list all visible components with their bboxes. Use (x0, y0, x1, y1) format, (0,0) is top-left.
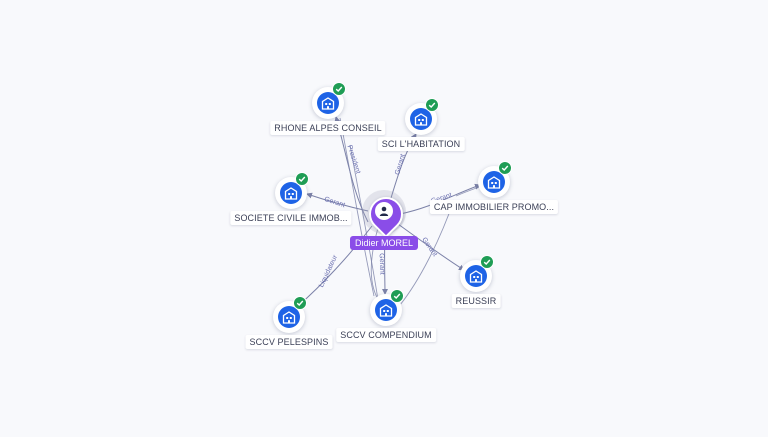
company-node-label: REUSSIR (452, 294, 501, 308)
edge-label-reussir: Gerant (420, 236, 438, 258)
edge-label-societe: Gerant (323, 196, 346, 209)
center-person-label: Didier MOREL (350, 236, 418, 250)
company-node-label: CAP IMMOBILIER PROMO... (430, 200, 558, 214)
verified-check-icon (332, 82, 346, 96)
edge-label-pelespins: Liquidateur (318, 254, 339, 289)
company-node-circle (273, 301, 305, 333)
company-node-label: SOCIETE CIVILE IMMOB... (230, 211, 351, 225)
company-node-label: RHONE ALPES CONSEIL (270, 121, 385, 135)
network-curve-1 (400, 200, 454, 305)
edge-label-compendium: Gerant (378, 253, 386, 275)
company-node-circle (405, 103, 437, 135)
company-node-circle (478, 166, 510, 198)
company-node-circle (275, 177, 307, 209)
company-node-label: SCI L'HABITATION (378, 137, 465, 151)
company-node-circle (370, 294, 402, 326)
company-node-circle (312, 87, 344, 119)
verified-check-icon (480, 255, 494, 269)
verified-check-icon (498, 161, 512, 175)
person-icon (375, 202, 393, 220)
verified-check-icon (390, 289, 404, 303)
verified-check-icon (295, 172, 309, 186)
company-node-label: SCCV COMPENDIUM (336, 328, 436, 342)
edge-label-sci: Gerant (394, 153, 407, 176)
verified-check-icon (425, 98, 439, 112)
company-node-label: SCCV PELESPINS (246, 335, 333, 349)
verified-check-icon (293, 296, 307, 310)
company-node-circle (460, 260, 492, 292)
